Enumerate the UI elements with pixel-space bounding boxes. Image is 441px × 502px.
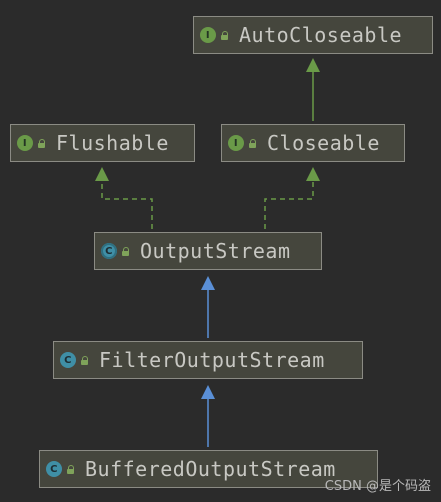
class-icon: C (60, 352, 76, 368)
node-outputstream[interactable]: C OutputStream (94, 232, 322, 270)
lock-icon (248, 138, 257, 148)
node-label: BufferedOutputStream (85, 457, 336, 481)
lock-icon (37, 138, 46, 148)
lock-icon (121, 246, 130, 256)
watermark: CSDN @是个码盗 (324, 479, 431, 494)
interface-icon: I (228, 135, 244, 151)
node-closeable[interactable]: I Closeable (221, 124, 405, 162)
arrowhead-closeable (306, 167, 320, 181)
lock-icon (80, 355, 89, 365)
interface-icon: I (17, 135, 33, 151)
node-flushable[interactable]: I Flushable (10, 124, 195, 162)
edge-outputstream-flushable (101, 181, 153, 229)
node-bufferedoutputstream[interactable]: C BufferedOutputStream (39, 450, 378, 488)
node-label: Flushable (56, 131, 169, 155)
node-label: AutoCloseable (239, 23, 403, 47)
arrowhead-autocloseable (306, 58, 320, 72)
class-icon: C (46, 461, 62, 477)
arrowhead-filteroutputstream (201, 385, 215, 399)
lock-icon (220, 30, 229, 40)
interface-icon: I (200, 27, 216, 43)
edge-outputstream-closeable (264, 181, 314, 229)
node-label: Closeable (267, 131, 380, 155)
abstract-class-icon: C (101, 243, 117, 259)
arrowhead-outputstream (201, 276, 215, 290)
arrowhead-flushable (95, 167, 109, 181)
node-label: FilterOutputStream (99, 348, 325, 372)
node-filteroutputstream[interactable]: C FilterOutputStream (53, 341, 363, 379)
node-label: OutputStream (140, 239, 291, 263)
node-autocloseable[interactable]: I AutoCloseable (193, 16, 433, 54)
lock-icon (66, 464, 75, 474)
